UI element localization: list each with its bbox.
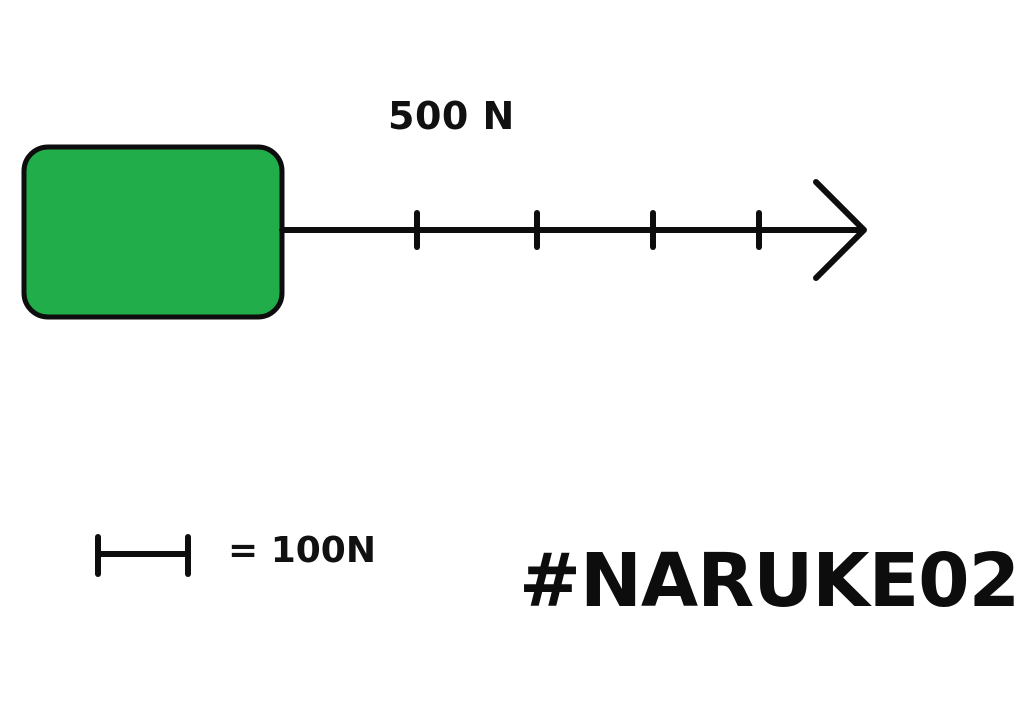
force-label: 500 N (388, 94, 515, 138)
scale-label: = 100N (228, 530, 376, 571)
arrowhead-icon (813, 179, 867, 281)
watermark-text: #NARUKE02 (519, 538, 1020, 624)
object-block (21, 144, 285, 320)
